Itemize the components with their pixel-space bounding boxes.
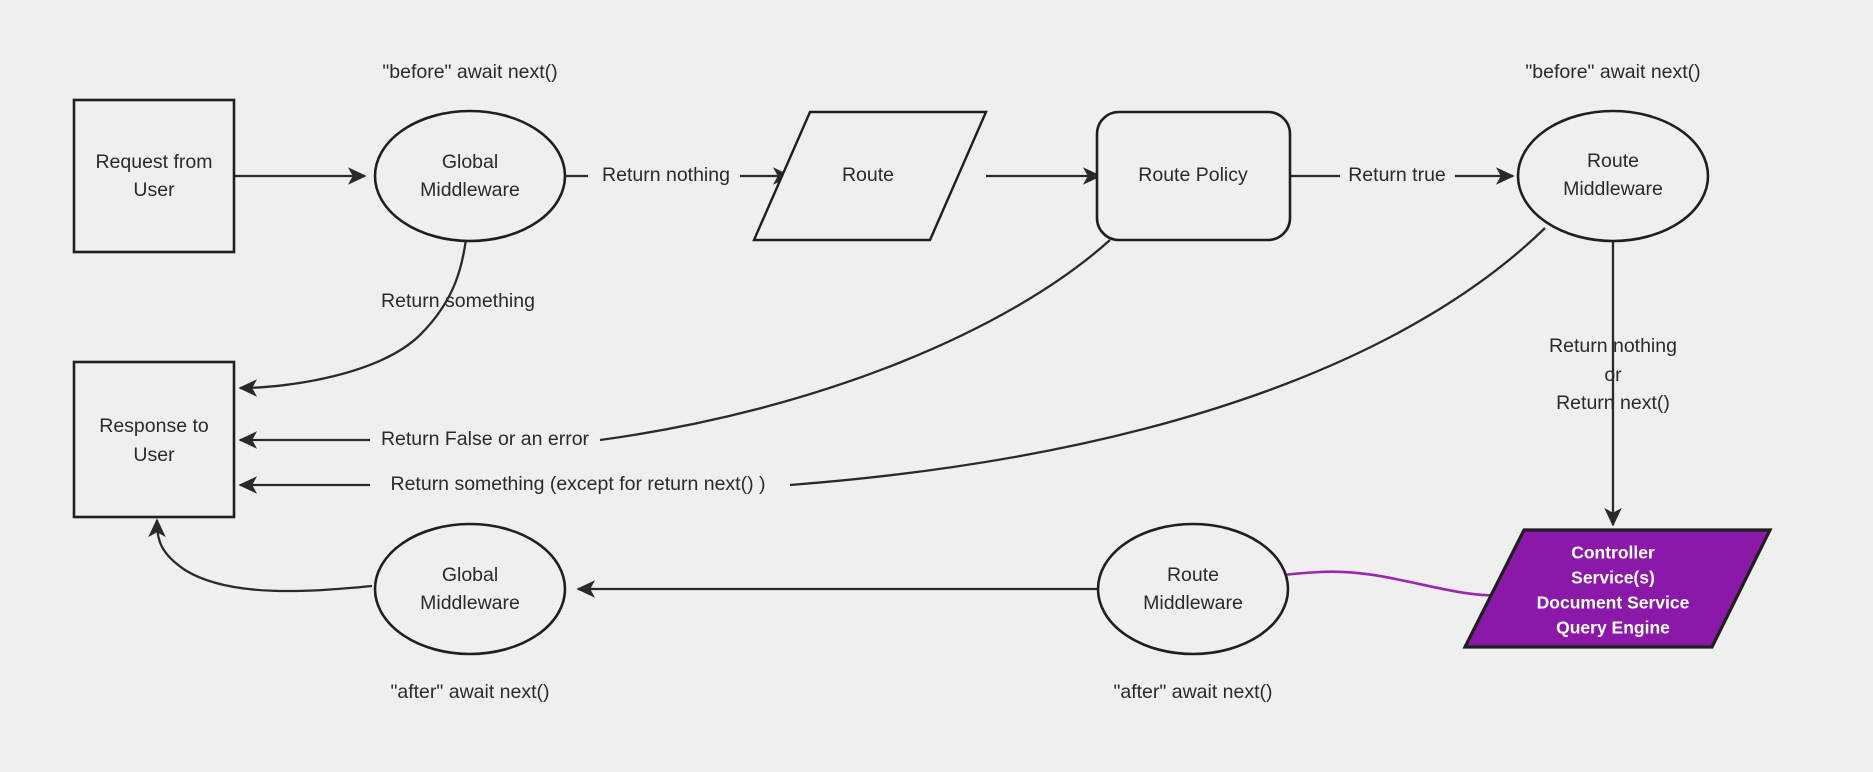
node-request-from-user[interactable]: Request from User bbox=[72, 98, 236, 254]
node-global-middleware-top[interactable]: Global Middleware bbox=[373, 109, 567, 243]
node-route-middleware-bottom[interactable]: Route Middleware bbox=[1096, 522, 1290, 656]
annotation-after-global-middleware: "after" await next() bbox=[390, 681, 549, 703]
global-middleware-bottom-label-line2: Middleware bbox=[420, 592, 520, 614]
edge-global-middleware-return-something bbox=[238, 223, 470, 397]
request-from-user-shape bbox=[72, 98, 236, 254]
edge-label-return-nothing-or-next-3: Return next() bbox=[1556, 392, 1670, 414]
controller-services-shape bbox=[1462, 528, 1773, 649]
route-shape bbox=[752, 110, 988, 242]
edge-route-policy-return-false bbox=[599, 239, 1111, 442]
global-middleware-bottom-shape bbox=[373, 522, 567, 656]
global-middleware-bottom-label-line1: Global bbox=[442, 564, 498, 586]
route-middleware-top-shape bbox=[1516, 109, 1710, 243]
controller-label-line4: Query Engine bbox=[1556, 618, 1670, 638]
node-route-policy[interactable]: Route Policy bbox=[1095, 110, 1292, 242]
route-middleware-bottom-shape bbox=[1096, 522, 1290, 656]
route-policy-shape bbox=[1095, 110, 1292, 242]
route-label: Route bbox=[842, 164, 894, 186]
route-middleware-top-label-line1: Route bbox=[1587, 150, 1639, 172]
response-to-user-label-line1: Response to bbox=[99, 415, 209, 437]
edge-label-return-nothing-or-next-1: Return nothing bbox=[1549, 335, 1677, 357]
route-middleware-bottom-label-line2: Middleware bbox=[1143, 592, 1243, 614]
annotation-before-route-middleware: "before" await next() bbox=[1525, 61, 1700, 83]
node-global-middleware-bottom[interactable]: Global Middleware bbox=[373, 522, 567, 656]
node-controller-services[interactable]: Controller Service(s) Document Service Q… bbox=[1462, 528, 1773, 649]
response-to-user-shape bbox=[72, 360, 236, 519]
global-middleware-top-label-line1: Global bbox=[442, 151, 498, 173]
request-from-user-label-line1: Request from bbox=[95, 151, 212, 173]
edge-label-return-something-except: Return something (except for return next… bbox=[391, 473, 766, 495]
controller-label-line2: Service(s) bbox=[1571, 568, 1655, 588]
edge-label-return-true: Return true bbox=[1348, 164, 1446, 186]
annotation-after-route-middleware: "after" await next() bbox=[1113, 681, 1272, 703]
edge-label-return-nothing-or-next-2: or bbox=[1604, 364, 1622, 386]
edge-route-middleware-return-something-except bbox=[789, 227, 1546, 487]
route-middleware-bottom-label-line1: Route bbox=[1167, 564, 1219, 586]
request-from-user-label-line2: User bbox=[133, 179, 175, 201]
node-response-to-user[interactable]: Response to User bbox=[72, 360, 236, 519]
controller-label-line1: Controller bbox=[1571, 543, 1655, 563]
route-policy-label: Route Policy bbox=[1138, 164, 1248, 186]
response-to-user-label-line2: User bbox=[133, 444, 175, 466]
annotation-before-global-middleware: "before" await next() bbox=[382, 61, 557, 83]
controller-label-line3: Document Service bbox=[1537, 593, 1690, 613]
edge-global-middleware-bottom-to-response bbox=[148, 518, 373, 593]
route-middleware-top-label-line2: Middleware bbox=[1563, 178, 1663, 200]
node-route[interactable]: Route bbox=[752, 110, 988, 242]
edge-label-return-false-or-error: Return False or an error bbox=[381, 428, 590, 450]
global-middleware-top-label-line2: Middleware bbox=[420, 179, 520, 201]
edge-label-return-nothing: Return nothing bbox=[602, 164, 730, 186]
node-route-middleware-top[interactable]: Route Middleware bbox=[1516, 109, 1710, 243]
edge-label-return-something: Return something bbox=[381, 290, 535, 312]
global-middleware-top-shape bbox=[373, 109, 567, 243]
